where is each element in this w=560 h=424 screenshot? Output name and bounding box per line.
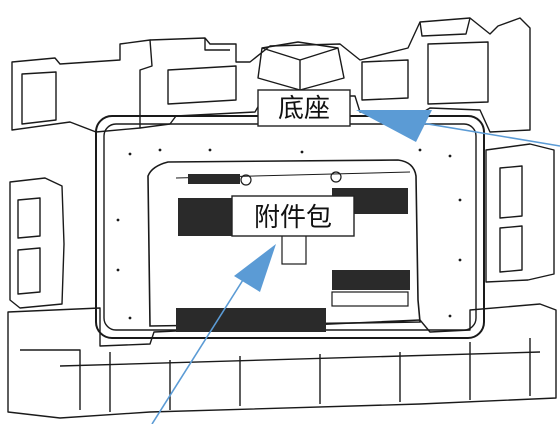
vent-grille-top-left [188,174,240,184]
foam-bottom-edge [59,351,541,367]
stand-block [257,41,345,91]
foam-left-slot-2 [17,247,41,295]
screw-dots [116,148,462,320]
label-accessory-box [231,195,355,237]
foam-left-slot-1 [17,197,41,239]
foam-top-slot-3 [427,41,489,105]
accessory-pointer-line [151,271,249,424]
port-icon-1 [240,174,252,186]
foam-right-side [485,143,555,283]
label-stand-box [257,89,351,127]
foam-bottom-ribs [20,338,531,412]
foam-top-left-pocket [21,71,57,125]
center-panel [281,233,307,265]
foam-bottom [7,303,557,419]
stand-pointer-arrowhead [356,110,432,142]
foam-top-slot-1 [167,65,237,105]
label-accessory-kit: 附件包 [231,195,355,237]
stand-block-edges [261,47,339,90]
port-icon-2 [330,171,342,183]
foam-top-slot-2 [361,59,409,101]
connector-strip [331,291,409,307]
label-stand: 底座 [257,89,351,127]
foam-packaging [7,17,557,419]
foam-top-notch-1 [204,38,230,51]
accessory-pointer-arrowhead [234,244,276,292]
foam-right-slot-1 [499,165,523,219]
foam-right-slot-2 [499,225,523,273]
vent-grille-lower-right [332,270,410,290]
label-accessory-text: 附件包 [254,203,332,233]
foam-left-side [9,177,65,309]
pointer-arrows [151,110,560,424]
foam-top-left-block [11,39,153,133]
tv-rear-housing [147,159,421,327]
vent-grille-bottom [176,308,326,332]
label-stand-text: 底座 [278,94,330,124]
foam-top-notch-2 [419,17,471,37]
